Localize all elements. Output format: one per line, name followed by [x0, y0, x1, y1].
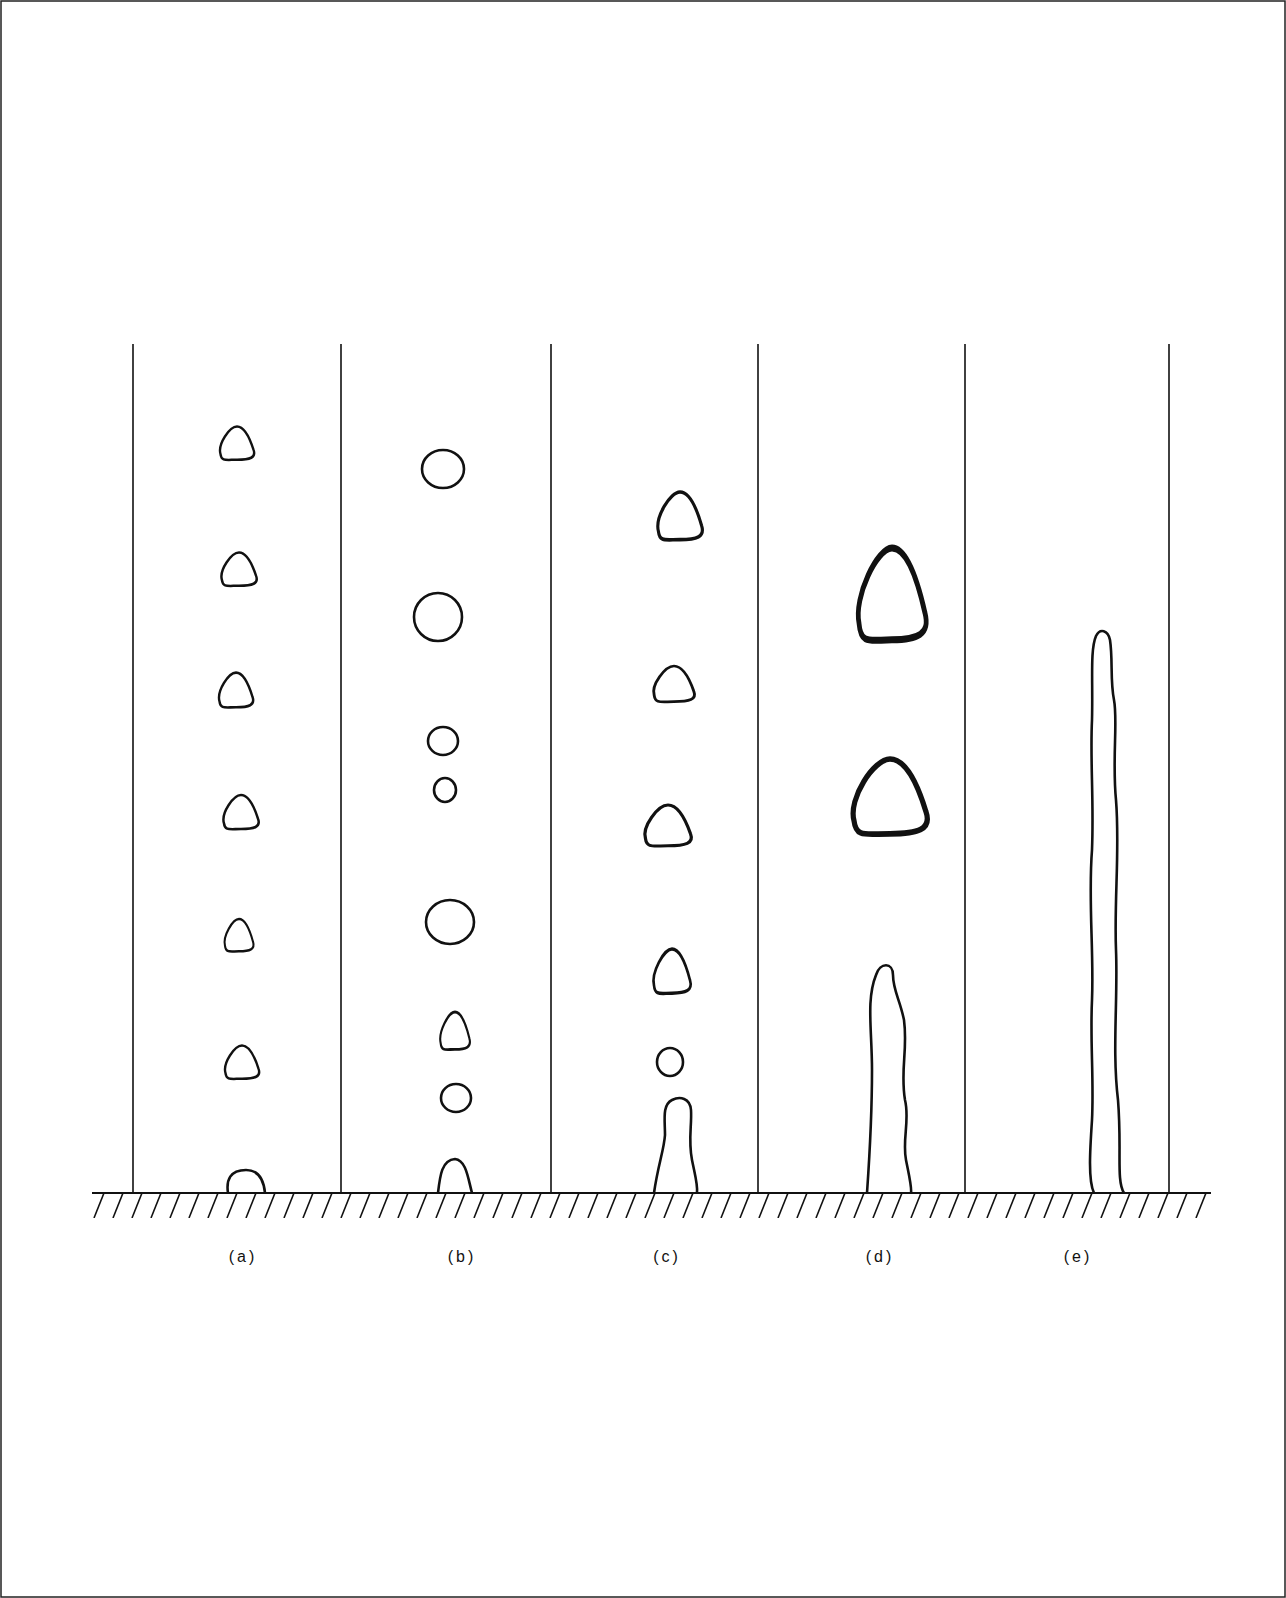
- surface-hatching: [92, 1194, 1211, 1218]
- panel-label: (a): [229, 1247, 258, 1266]
- heated-surface: [92, 1192, 1211, 1194]
- panel-label: (c): [653, 1247, 681, 1266]
- panel-label: (e): [1064, 1247, 1093, 1266]
- panel-label: (d): [866, 1247, 895, 1266]
- vapor-bubbles: [219, 426, 1124, 1193]
- panel-label: (b): [448, 1247, 477, 1266]
- column-walls: [133, 344, 1169, 1193]
